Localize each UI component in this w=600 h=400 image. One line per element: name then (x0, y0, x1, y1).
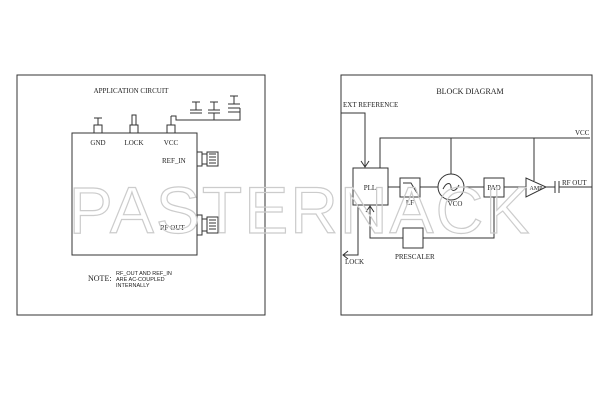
panel-frame (340, 74, 593, 316)
pin-label-gnd: GND (90, 139, 105, 147)
pin-lock (129, 114, 139, 134)
lock-label: LOCK (345, 258, 364, 266)
panel-frame (16, 74, 266, 316)
ext-reference-line (341, 112, 366, 167)
note-line-2: ARE AC-COUPLED (116, 277, 165, 283)
amp-label: AMP (529, 186, 543, 192)
ext-reference-label: EXT REFERENCE (343, 101, 398, 109)
watermark: PASTERNACK (69, 173, 532, 247)
pin-label-lock: LOCK (124, 139, 143, 147)
arrow-icon (360, 160, 370, 168)
note-line-3: INTERNALLY (116, 283, 150, 289)
amp-block (525, 177, 548, 198)
note-line-1: RF_OUT AND REF_IN (116, 271, 172, 277)
lowpass-filter-icon (403, 182, 418, 194)
pin-vcc (166, 116, 176, 134)
arrow-icon (342, 250, 349, 260)
ref-in-connector (196, 151, 219, 167)
vco-label: VCO (448, 200, 463, 208)
arrow-icon (365, 205, 375, 213)
pad-label: PAD (487, 184, 500, 192)
ref-in-label: REF_IN (162, 157, 186, 165)
vcc-label: VCC (575, 129, 590, 137)
pin-gnd (93, 117, 103, 134)
pin-label-vcc: VCC (164, 139, 179, 147)
vcc-bus (379, 137, 590, 168)
sine-wave-icon (442, 183, 460, 191)
rf-out-label: RF OUT (160, 224, 185, 232)
prescaler-label: PRESCALER (395, 253, 435, 261)
pll-label: PLL (364, 184, 376, 192)
rf-out-label: RF OUT (562, 179, 587, 187)
panel-title: BLOCK DIAGRAM (436, 87, 503, 96)
note-label: NOTE: (88, 274, 112, 283)
feedback-line (423, 197, 495, 239)
lock-line (343, 205, 359, 256)
block-diagram-panel: BLOCK DIAGRAM EXT REFERENCE VCC PLL LF V… (340, 74, 593, 316)
panel-title: APPLICATION CIRCUIT (94, 87, 170, 95)
application-circuit-panel: APPLICATION CIRCUIT GND LOCK VCC REF_IN … (16, 74, 266, 316)
decoupling-capacitors (171, 95, 241, 121)
lf-label: LF (406, 199, 414, 207)
rf-out-connector (196, 214, 219, 236)
